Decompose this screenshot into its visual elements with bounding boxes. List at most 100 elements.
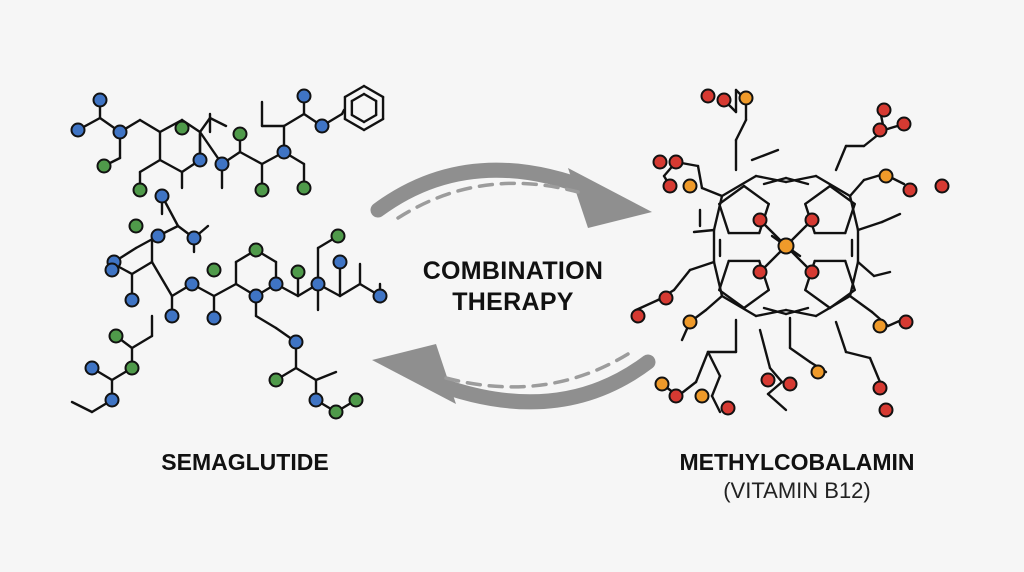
atom-node <box>934 178 950 194</box>
bond-line <box>362 117 385 132</box>
semaglutide-structure-icon <box>70 84 388 420</box>
bond-line <box>710 374 722 398</box>
bond-line <box>844 259 856 292</box>
atom-node <box>214 156 230 172</box>
atom-node <box>804 212 820 228</box>
methylcobalamin-structure-icon <box>630 88 950 418</box>
bond-line <box>70 400 94 414</box>
atom-node <box>276 144 292 160</box>
bond-line <box>294 366 318 382</box>
atom-node <box>716 92 732 108</box>
bond-line <box>784 176 810 186</box>
center-label-line1: COMBINATION <box>422 257 604 285</box>
bond-line <box>634 298 660 312</box>
atom-node <box>872 318 888 334</box>
bond-line <box>784 308 818 318</box>
atom-node <box>186 230 202 246</box>
bond-line <box>696 164 704 190</box>
bond-line <box>762 176 788 186</box>
bond-line <box>150 260 174 298</box>
bond-line <box>718 288 746 310</box>
atom-node <box>654 376 670 392</box>
atom-node <box>810 364 826 380</box>
atom-node <box>752 264 768 280</box>
bond-line <box>848 260 860 298</box>
bond-line <box>848 294 874 314</box>
bond-line <box>718 184 746 206</box>
bond-line <box>758 328 772 370</box>
atom-node <box>192 152 208 168</box>
bond-line <box>672 268 692 292</box>
bond-line <box>750 148 780 162</box>
atom-node <box>206 262 222 278</box>
atom-node <box>174 120 190 136</box>
bond-line <box>804 184 832 206</box>
bond-line <box>158 158 184 174</box>
atom-node <box>108 328 124 344</box>
bond-line <box>710 394 722 414</box>
curved-arrow-right-icon <box>370 162 652 228</box>
bond-line <box>856 220 884 232</box>
atom-node <box>700 88 716 104</box>
bond-line <box>720 174 758 198</box>
atom-node <box>332 254 348 270</box>
bond-line <box>834 144 848 172</box>
atom-node <box>268 276 284 292</box>
bond-line <box>138 158 162 174</box>
atom-node <box>124 292 140 308</box>
atom-node <box>104 262 120 278</box>
bond-line <box>692 228 716 234</box>
atom-node <box>112 124 128 140</box>
atom-node <box>682 178 698 194</box>
atom-node <box>878 402 894 418</box>
atom-node <box>248 288 264 304</box>
atom-node <box>96 158 112 174</box>
atom-node <box>777 237 795 255</box>
bond-line <box>828 184 856 206</box>
atom-node <box>84 360 100 376</box>
atom-node <box>248 242 264 258</box>
atom-node <box>760 372 776 388</box>
bond-line <box>762 306 788 316</box>
bond-line <box>694 350 710 384</box>
bond-line <box>314 370 338 382</box>
atom-node <box>652 154 668 170</box>
bond-line <box>254 314 278 330</box>
bond-line <box>720 294 758 318</box>
atom-node <box>662 178 678 194</box>
atom-node <box>668 388 684 404</box>
atom-node <box>782 376 798 392</box>
bond-line <box>343 117 366 132</box>
bond-line <box>338 282 362 298</box>
atom-node <box>128 218 144 234</box>
bond-line <box>848 178 866 198</box>
center-label-line2: THERAPY <box>452 288 574 316</box>
bond-line <box>754 308 788 318</box>
atom-node <box>896 116 912 132</box>
atom-node <box>206 310 222 326</box>
bond-line <box>768 366 784 384</box>
bond-line <box>718 202 730 235</box>
atom-node <box>804 264 820 280</box>
atom-node <box>682 314 698 330</box>
atom-node <box>150 228 166 244</box>
bond-line <box>282 112 306 128</box>
left-molecule-name: SEMAGLUTIDE <box>161 449 329 475</box>
bond-line <box>688 260 716 272</box>
atom-node <box>164 308 180 324</box>
right-molecule-name: METHYLCOBALAMIN <box>679 449 915 475</box>
atom-node <box>296 88 312 104</box>
curved-arrow-left-icon <box>372 344 656 410</box>
center-label: COMBINATION THERAPY <box>382 256 644 318</box>
bond-line <box>343 84 366 99</box>
bond-line <box>212 282 238 298</box>
atom-node <box>184 276 200 292</box>
bond-line <box>718 259 730 292</box>
bond-line <box>868 356 882 384</box>
atom-node <box>268 372 284 388</box>
atom-node <box>92 92 108 108</box>
bond-line <box>350 92 366 103</box>
bond-line <box>138 118 162 134</box>
atom-node <box>348 392 364 408</box>
atom-node <box>290 264 306 280</box>
